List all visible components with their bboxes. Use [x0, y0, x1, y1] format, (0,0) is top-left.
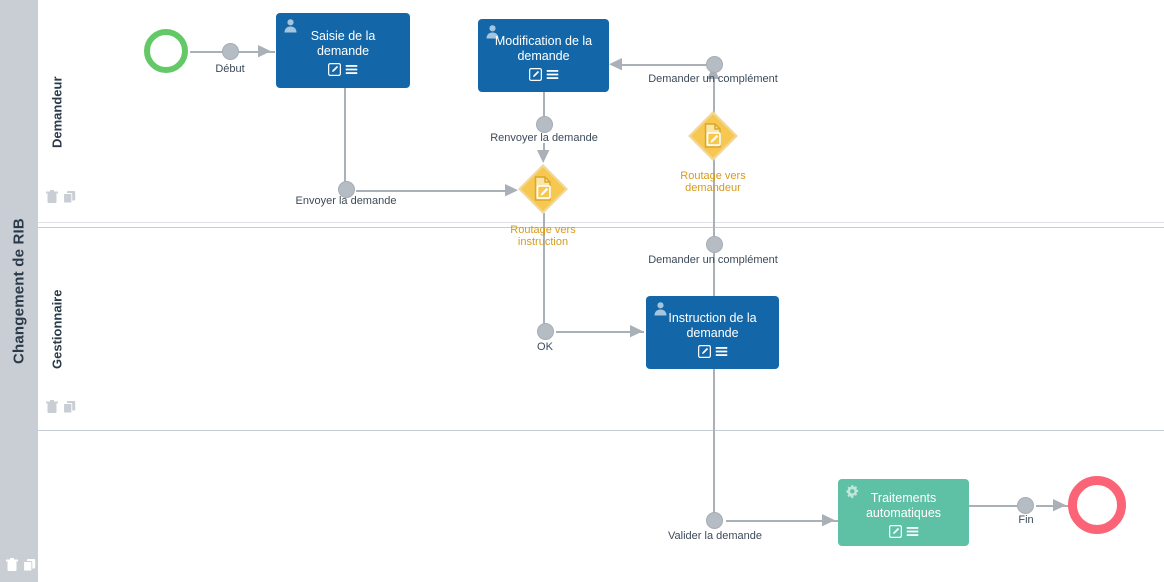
- connector-fin-end: [1036, 505, 1068, 507]
- lane-tools-demandeur[interactable]: [46, 190, 76, 209]
- connector-complementmid-routagedem: [713, 158, 715, 243]
- connector-ok-instruction: [556, 331, 644, 333]
- flow-label-debut: Début: [215, 63, 245, 75]
- lane-divider-2: [38, 430, 1164, 431]
- start-event[interactable]: [144, 29, 188, 73]
- flow-node-envoyer[interactable]: [338, 181, 355, 198]
- lane-divider-1b: [38, 227, 1164, 228]
- pool-band[interactable]: [0, 0, 38, 582]
- trash-icon[interactable]: [6, 558, 18, 572]
- task-label: Instruction de la demande: [668, 310, 757, 340]
- flow-label-valider: Valider la demande: [668, 530, 762, 542]
- edit-icon[interactable]: [528, 67, 542, 85]
- pool-tools[interactable]: [6, 558, 36, 572]
- task-actions[interactable]: [888, 524, 919, 542]
- gateway-routage-vers-instruction[interactable]: [517, 163, 569, 215]
- task-actions[interactable]: [328, 62, 358, 80]
- flow-label-envoyer: Envoyer la demande: [295, 195, 397, 207]
- task-actions[interactable]: [528, 67, 559, 85]
- connector-routagedem-complement: [713, 72, 715, 118]
- gear-icon: [845, 484, 861, 504]
- connector-instruction-complementmid: [713, 252, 715, 296]
- connector-complement-modification: [617, 64, 713, 66]
- connector-traitements-fin: [968, 505, 1025, 507]
- task-label: Saisie de la demande: [310, 28, 376, 58]
- user-icon: [485, 24, 500, 43]
- connector-renvoyer-routage: [543, 143, 545, 153]
- connector-modification-renvoyer: [543, 92, 545, 126]
- copy-icon[interactable]: [63, 400, 76, 419]
- flow-node-complement-top[interactable]: [706, 56, 723, 73]
- edit-icon[interactable]: [697, 344, 711, 362]
- task-modification-de-la-demande[interactable]: Modification de la demande: [478, 19, 609, 92]
- connector-valider-traitements: [726, 520, 838, 522]
- menu-icon[interactable]: [715, 345, 728, 362]
- copy-icon[interactable]: [23, 558, 36, 572]
- task-label: Traitements automatiques: [865, 490, 942, 520]
- task-traitements-automatiques[interactable]: Traitements automatiques: [838, 479, 969, 546]
- task-actions[interactable]: [697, 344, 728, 362]
- flow-node-ok[interactable]: [537, 323, 554, 340]
- task-label: Modification de la demande: [494, 33, 593, 63]
- gateway-routage-vers-demandeur[interactable]: [687, 110, 739, 162]
- connector-routage-ok: [543, 213, 545, 331]
- arrowhead: [258, 45, 271, 58]
- copy-icon[interactable]: [63, 190, 76, 209]
- lane-divider-1a: [38, 222, 1164, 223]
- arrowhead: [505, 184, 518, 197]
- arrowhead: [630, 325, 643, 338]
- flow-label-complement-top: Demander un complément: [648, 73, 778, 85]
- flow-node-complement-mid[interactable]: [706, 236, 723, 253]
- arrowhead: [537, 150, 550, 163]
- menu-icon[interactable]: [345, 63, 358, 80]
- arrowhead: [1053, 499, 1066, 512]
- trash-icon[interactable]: [46, 400, 58, 419]
- user-icon: [283, 18, 298, 37]
- flow-node-fin[interactable]: [1017, 497, 1034, 514]
- task-instruction-de-la-demande[interactable]: Instruction de la demande: [646, 296, 779, 369]
- task-saisie-de-la-demande[interactable]: Saisie de la demande: [276, 13, 410, 88]
- flow-node-debut[interactable]: [222, 43, 239, 60]
- connector-envoyer-routage: [356, 190, 511, 192]
- trash-icon[interactable]: [46, 190, 58, 209]
- document-edit-icon: [517, 163, 569, 215]
- flow-label-renvoyer: Renvoyer la demande: [490, 132, 598, 144]
- lane-tools-gestionnaire[interactable]: [46, 400, 76, 419]
- arrowhead: [822, 514, 835, 527]
- document-edit-icon: [687, 110, 739, 162]
- menu-icon[interactable]: [906, 525, 919, 542]
- connector-saisie-envoyer: [344, 88, 346, 184]
- gateway-label-routage-instruction: Routage vers instruction: [510, 224, 576, 248]
- flow-node-valider[interactable]: [706, 512, 723, 529]
- flow-node-renvoyer[interactable]: [536, 116, 553, 133]
- edit-icon[interactable]: [888, 524, 902, 542]
- arrowhead: [609, 58, 622, 71]
- flow-label-fin: Fin: [1018, 514, 1034, 526]
- user-icon: [653, 301, 668, 320]
- connector-instruction-valider: [713, 369, 715, 514]
- flow-label-ok: OK: [537, 341, 553, 353]
- edit-icon[interactable]: [328, 62, 341, 80]
- gateway-label-routage-demandeur: Routage vers demandeur: [680, 170, 746, 194]
- menu-icon[interactable]: [546, 68, 559, 85]
- flow-label-complement-mid: Demander un complément: [648, 254, 778, 266]
- pool-title: Changement de RIB: [10, 218, 28, 364]
- end-event[interactable]: [1068, 476, 1126, 534]
